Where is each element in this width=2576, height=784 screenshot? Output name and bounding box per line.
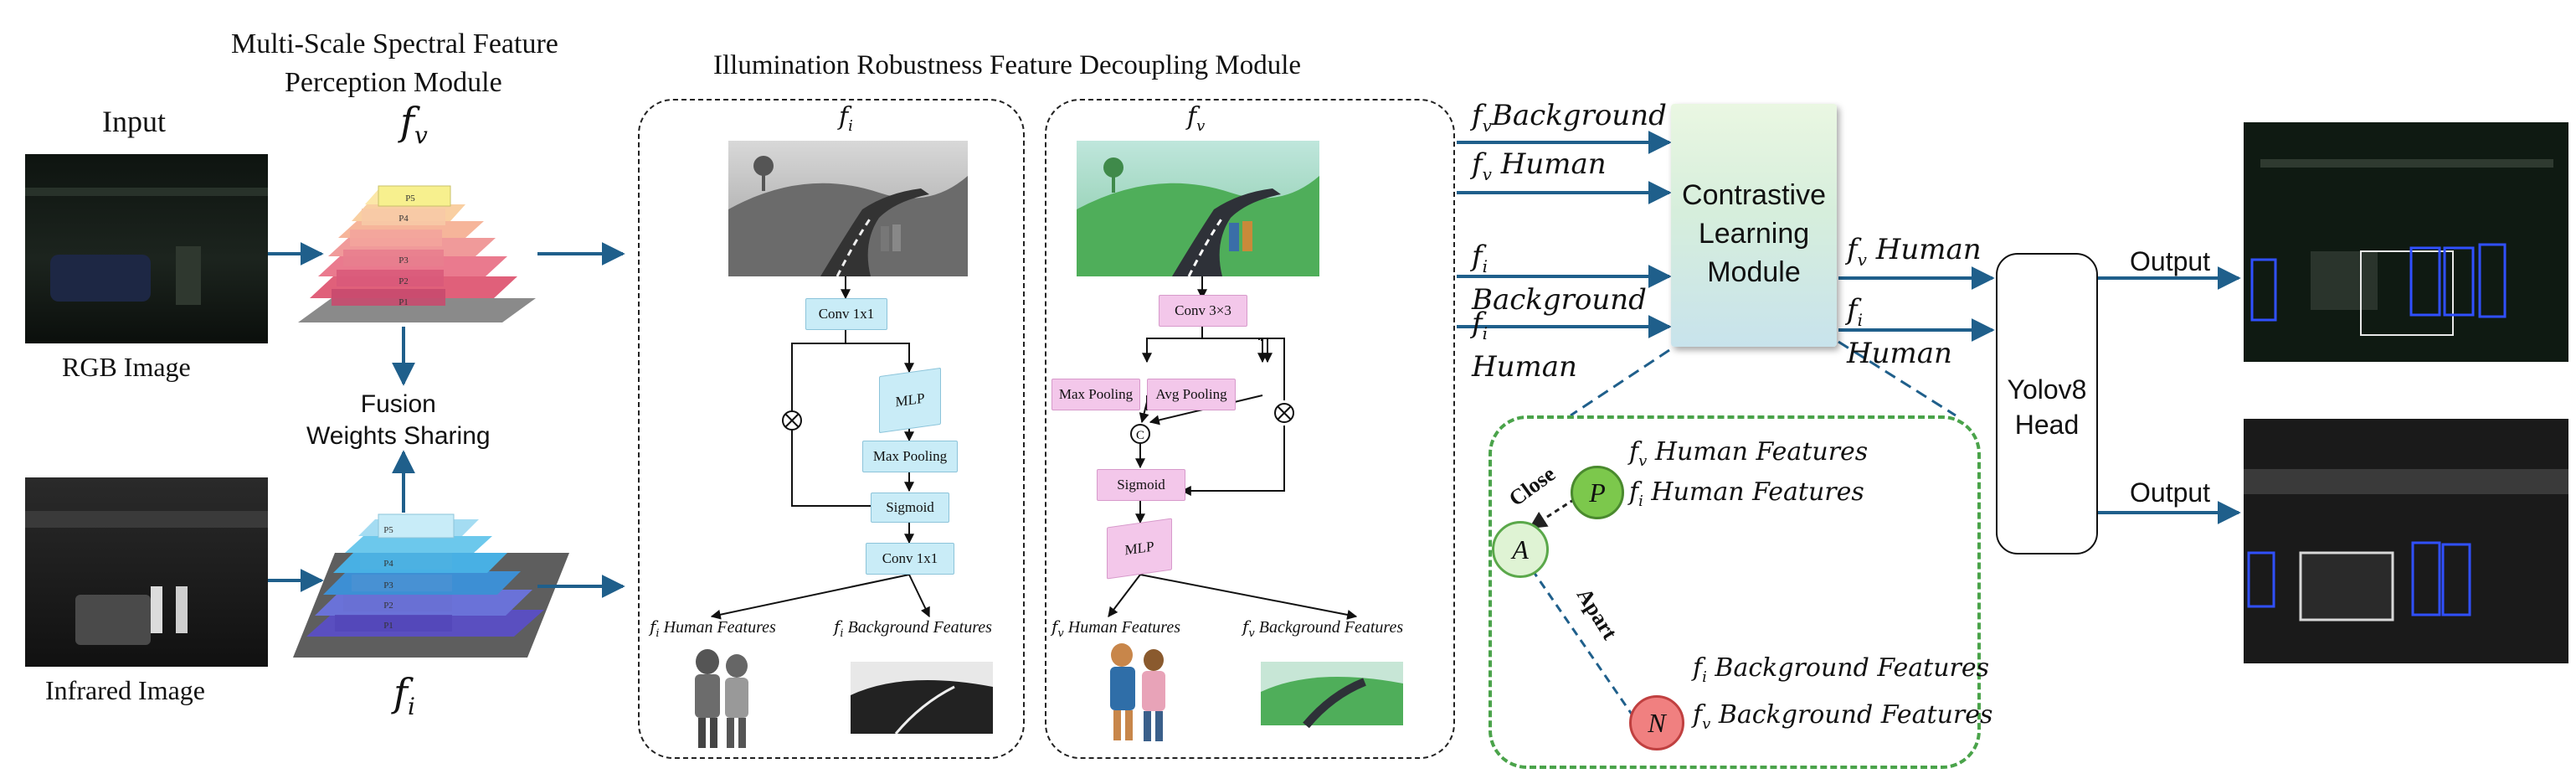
yolov8-head: Yolov8 Head (1996, 253, 2098, 554)
right-mlp: MLP (1107, 518, 1172, 580)
negative-fv-label: fv Background Features (1693, 700, 1993, 733)
contrastive-learning-module: Contrastive Learning Module (1671, 104, 1837, 347)
fv-background-input-label: fvBackground (1472, 99, 1667, 136)
positive-node: P (1571, 466, 1624, 519)
positive-fi-label: fi Human Features (1629, 477, 1864, 510)
negative-fi-label: fi Background Features (1693, 653, 1990, 686)
anchor-node: A (1492, 521, 1549, 578)
rgb-input-image (25, 154, 268, 343)
yolo-line2: Head (2014, 410, 2080, 440)
left-mlp: MLP (879, 367, 941, 434)
yolo-title: Yolov8 Head (1998, 372, 2096, 442)
right-multiply-op (1274, 403, 1294, 423)
ir-level-p4: P4 (383, 559, 393, 569)
clm-title: Contrastive Learning Module (1671, 176, 1837, 291)
left-conv-bottom: Conv 1x1 (866, 543, 954, 575)
irfd-left-panel (638, 99, 1025, 759)
positive-fv-label: fv Human Features (1629, 437, 1869, 470)
left-background-features-label: fi Background Features (834, 616, 992, 640)
rgb-level-p5: P5 (405, 193, 415, 204)
svg-text:C: C (1136, 429, 1144, 442)
left-multiply-op (782, 410, 802, 431)
rgb-level-p2: P2 (398, 276, 409, 286)
output-ir-detections (2244, 419, 2568, 663)
fusion-label: Fusion Weights Sharing (306, 389, 491, 452)
ir-level-p2: P2 (383, 601, 393, 611)
output-label-1: Output (2130, 246, 2211, 276)
apart-link (1530, 569, 1634, 716)
right-background-scene (1261, 662, 1403, 729)
yolo-line1: Yolov8 (2007, 374, 2087, 405)
fv-human-output-label: fv Human (1847, 233, 1982, 270)
right-road-scene (1077, 141, 1319, 277)
negative-node: N (1629, 695, 1684, 750)
rgb-pyramid: P5 P4 P3 P2 P1 (298, 185, 536, 322)
ir-level-p1: P1 (383, 621, 393, 631)
clm-inset-link-left (1570, 348, 1670, 417)
output-rgb-detections (2244, 122, 2568, 362)
clm-line2: Learning (1698, 218, 1810, 250)
right-conv-top: Conv 3×3 (1159, 295, 1247, 327)
ir-level-p3: P3 (383, 580, 393, 591)
rgb-level-p4: P4 (398, 214, 409, 224)
ir-pyramid: P5 P4 P3 P2 P1 (293, 513, 569, 658)
multiscale-title-line1: Multi-Scale Spectral Feature (231, 28, 558, 59)
output-label-2: Output (2130, 477, 2211, 508)
left-human-features-label: fi Human Features (650, 616, 776, 640)
contrastive-inset (1489, 415, 1981, 769)
left-max-pooling: Max Pooling (862, 441, 958, 472)
rgb-level-p3: P3 (398, 255, 409, 266)
ir-level-p5: P5 (383, 525, 393, 535)
right-panel-head: fv (1187, 102, 1206, 135)
left-road-scene (728, 141, 968, 277)
right-lower-flow (1108, 499, 1358, 620)
fv-label: fv (400, 99, 428, 150)
input-title: Input (102, 105, 166, 138)
irfd-right-panel (1045, 99, 1455, 759)
right-avg-pooling: Avg Pooling (1147, 379, 1236, 410)
left-conv-top: Conv 1x1 (805, 298, 887, 330)
right-human-figures (1110, 643, 1165, 741)
right-human-features-label: fv Human Features (1051, 616, 1181, 640)
right-outer-skip-path-drawn (1180, 338, 1285, 496)
fi-label: fi (393, 670, 415, 721)
right-max-pooling: Max Pooling (1051, 379, 1140, 410)
clm-inset-link-right (1838, 340, 1956, 417)
left-background-scene (851, 662, 993, 735)
left-panel-head: fi (839, 102, 853, 135)
left-sigmoid: Sigmoid (871, 493, 949, 523)
clm-line3: Module (1707, 256, 1801, 288)
left-human-figures (695, 649, 748, 748)
fv-human-input-label: fv Human (1472, 147, 1607, 184)
rgb-image-label: RGB Image (62, 352, 191, 382)
irfd-title: Illumination Robustness Feature Decoupli… (713, 50, 1302, 80)
clm-line1: Contrastive (1682, 179, 1826, 211)
fusion-line1: Fusion (360, 390, 436, 418)
multiscale-title-line2: Perception Module (285, 67, 502, 98)
concat-op: C (1130, 424, 1150, 444)
infrared-input-image (25, 477, 268, 667)
rgb-level-p1: P1 (398, 297, 409, 307)
fusion-line2: Weights Sharing (306, 422, 491, 450)
right-background-features-label: fv Background Features (1242, 616, 1404, 640)
infrared-image-label: Infrared Image (45, 675, 205, 705)
right-sigmoid: Sigmoid (1097, 469, 1185, 501)
